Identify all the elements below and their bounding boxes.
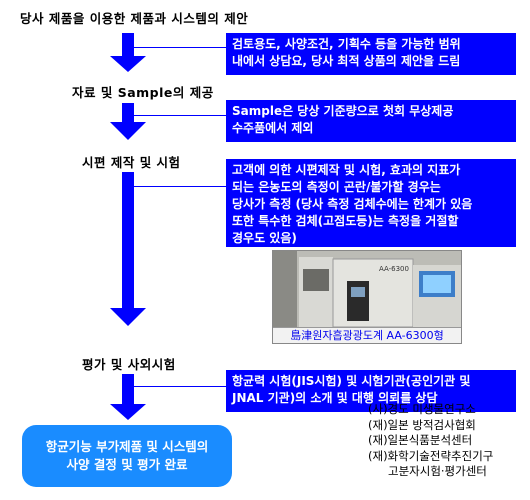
note-box-2: Sample은 당상 기준량으로 첫회 무상제공 수주품에서 제외: [226, 100, 516, 142]
note-1-line-2: 내에서 상담요, 당사 최적 상품의 제안을 드림: [232, 54, 461, 68]
org-item: 고분자시험·평가센터: [388, 464, 487, 478]
note-box-3: 고객에 의한 시편제작 및 시험, 효과의 지표가 되는 은농도의 측정이 곤란…: [226, 159, 516, 247]
step-4-label: 평가 및 사외시험: [82, 357, 176, 372]
arrow-1: [110, 33, 146, 72]
note-1-line-1: 검토용도, 사양조건, 기획수 등을 가능한 범위: [232, 37, 461, 51]
org-item: (재)일본 방적검사협회: [368, 417, 476, 432]
arrow-3: [110, 172, 146, 326]
note-2-line-1: Sample은 당상 기준량으로 첫회 무상제공: [232, 104, 454, 118]
org-item: (재)일본식품분석센터: [368, 433, 473, 447]
note-3-line-1: 고객에 의한 시편제작 및 시험, 효과의 지표가: [232, 163, 461, 177]
note-box-4: 항균력 시험(JIS시험) 및 시험기관(공인기관 및 JNAL 기관)의 소개…: [226, 370, 516, 412]
note-4-line-2: JNAL 기관)의 소개 및 대행 의뢰를 상담: [232, 391, 438, 405]
connector-line-1: [134, 47, 226, 48]
instrument-photo: AA-6300 島津원자흡광광도계 AA-6300형: [272, 250, 462, 344]
connector-line-3: [134, 186, 226, 187]
arrow-4: [110, 374, 146, 420]
step-3-label: 시편 제작 및 시험: [82, 155, 181, 170]
step-1-label: 당사 제품을 이용한 제품과 시스템의 제안: [20, 11, 249, 26]
note-3-line-3: 당사가 측정 (당사 측정 검체수에는 한계가 있음: [232, 197, 473, 211]
arrow-2: [110, 103, 146, 140]
final-line-1: 항균기능 부가제품 및 시스템의: [45, 439, 209, 454]
device-label: AA-6300: [379, 265, 409, 273]
final-result-box: 항균기능 부가제품 및 시스템의 사양 결정 및 평가 완료: [22, 425, 232, 487]
note-3-line-5: 경우도 있음): [232, 231, 297, 245]
org-item: (사)경도 미생물연구소: [368, 402, 476, 416]
organization-list: (사)경도 미생물연구소 (재)일본 방적검사협회 (재)일본식품분석센터 (재…: [368, 402, 493, 480]
connector-line-4: [134, 386, 226, 387]
final-line-2: 사양 결정 및 평가 완료: [66, 457, 188, 472]
step-2-label: 자료 및 Sample의 제공: [72, 85, 214, 100]
note-box-1: 검토용도, 사양조건, 기획수 등을 가능한 범위 내에서 상담요, 당사 최적…: [226, 33, 516, 75]
note-3-line-4: 또한 특수한 검체(고점도등)는 측정을 거절할: [232, 214, 459, 228]
note-2-line-2: 수주품에서 제외: [232, 121, 314, 135]
photo-caption: 島津원자흡광광도계 AA-6300형: [273, 327, 461, 343]
note-4-line-1: 항균력 시험(JIS시험) 및 시험기관(공인기관 및: [232, 374, 471, 388]
org-item: (재)화학기술전략추진기구: [368, 448, 494, 463]
connector-line-2: [134, 115, 226, 116]
note-3-line-2: 되는 은농도의 측정이 곤란/불가할 경우는: [232, 180, 441, 194]
